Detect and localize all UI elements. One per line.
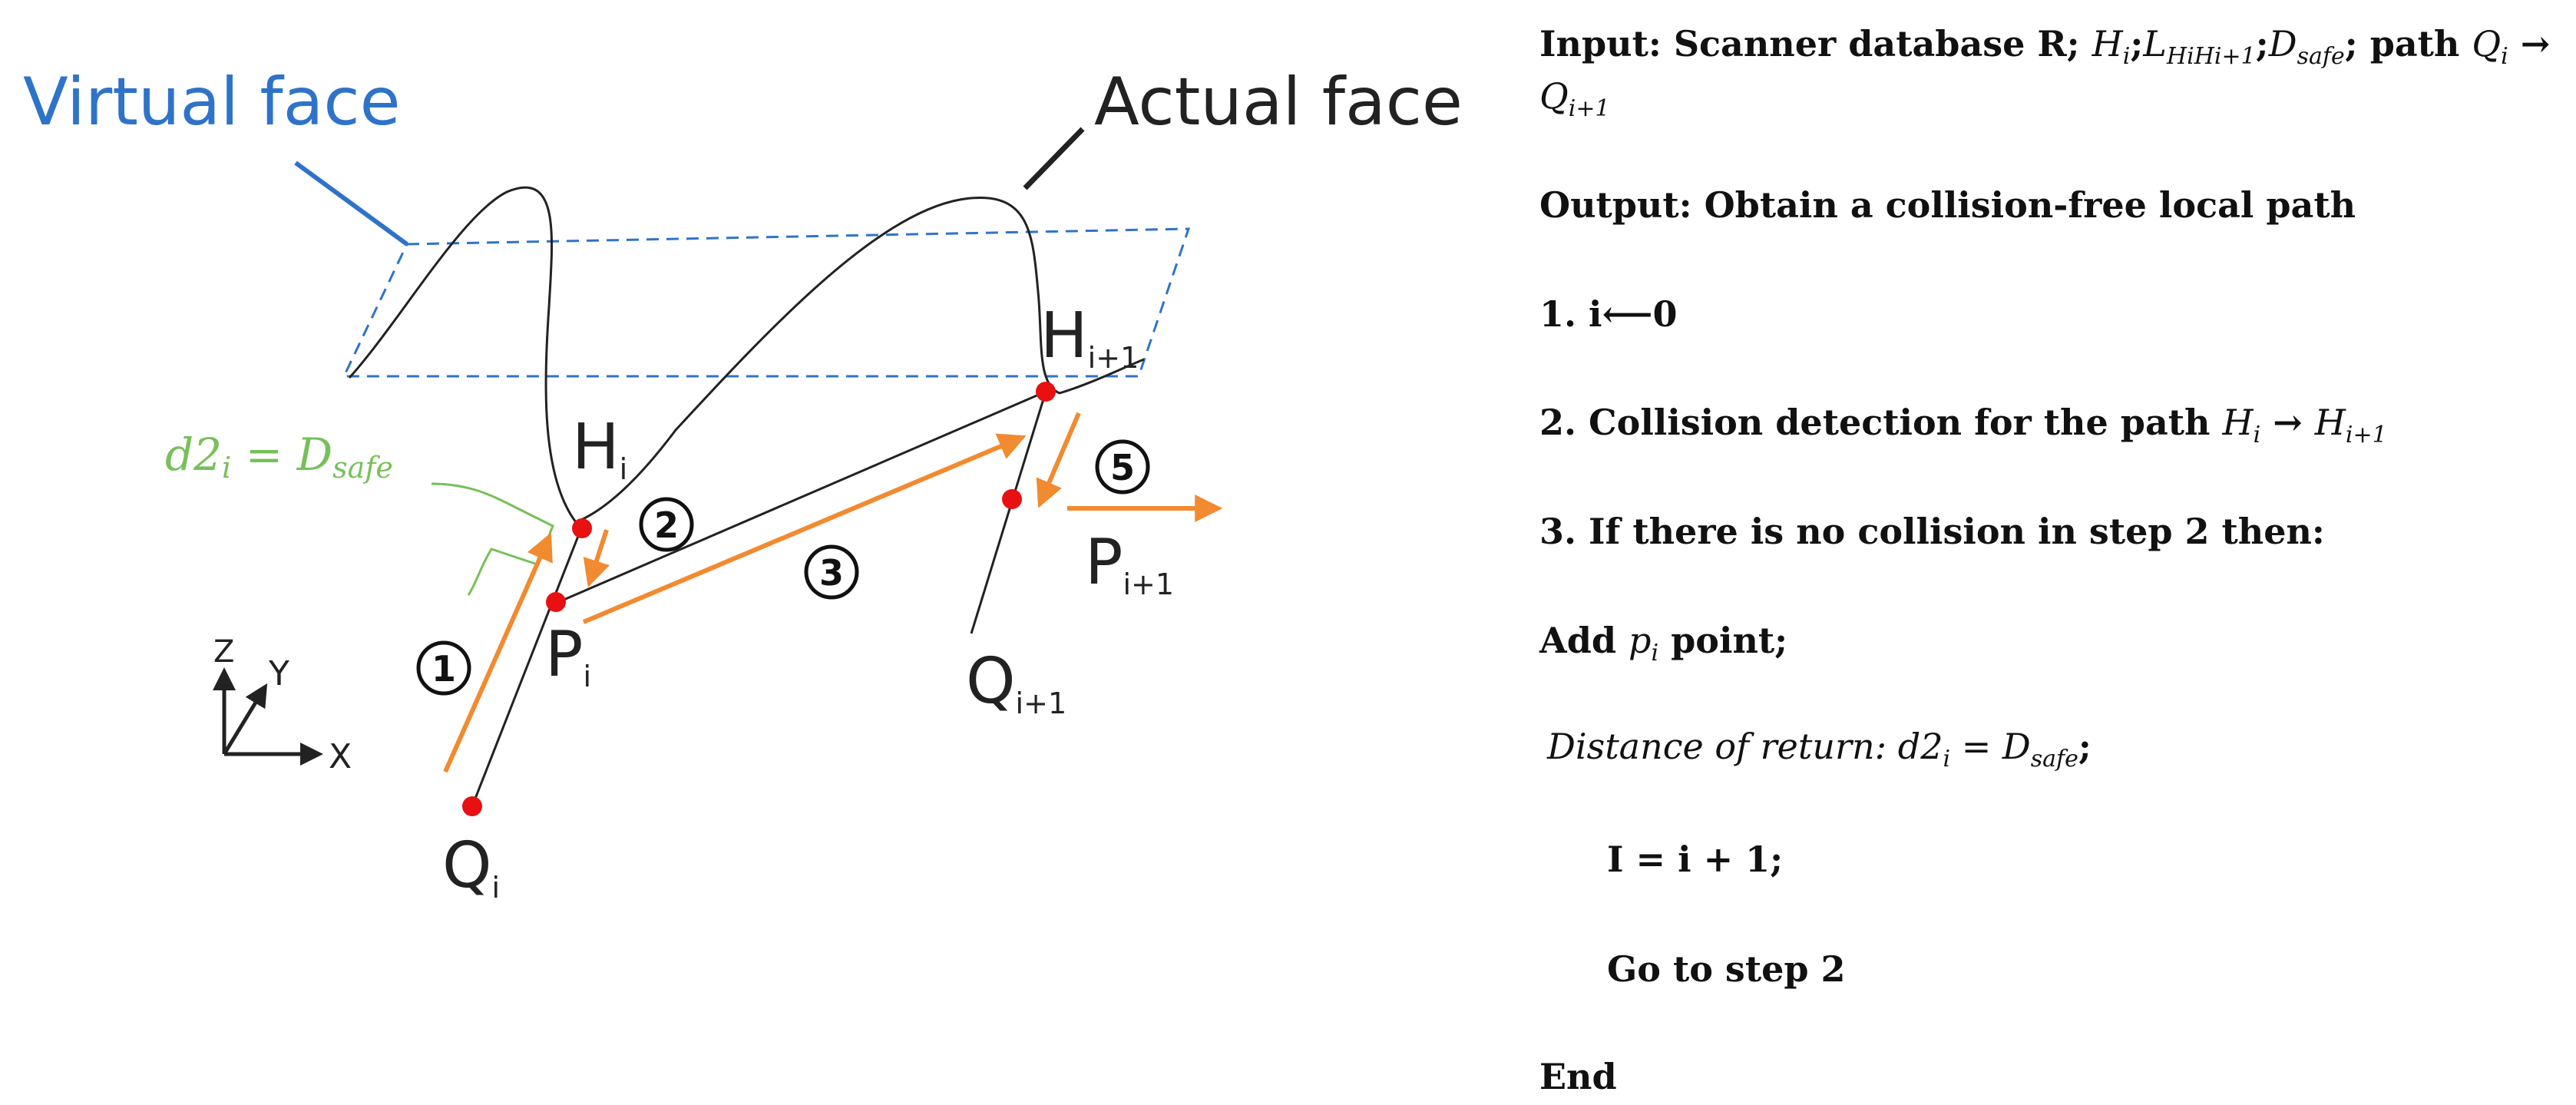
point-p-i (546, 592, 566, 612)
actual-face-pointer (1023, 127, 1085, 190)
algo-add-point: Add pi point; (1539, 620, 1788, 667)
svg-text:3: 3 (819, 552, 844, 594)
label-p-i: Pi (545, 618, 591, 693)
label-p-i1: Pi+1 (1085, 526, 1174, 601)
d2-bracket (431, 482, 554, 596)
coordinate-axes (213, 667, 323, 766)
virtual-face-pointer (294, 160, 408, 246)
axis-y-label: Y (268, 654, 289, 693)
svg-text:2: 2 (654, 505, 679, 546)
path-diagram: 1 2 3 5 Z Y X Virtual face Actual face d… (23, 64, 1463, 905)
arrow-step-3 (582, 433, 1027, 624)
point-h-i1 (1036, 382, 1056, 402)
algo-step-2: 2. Collision detection for the path Hi →… (1539, 402, 2387, 449)
algo-input-line: Input: Scanner database R; Hi;LHiHi+1;Ds… (1539, 23, 2551, 71)
path-hi1-qi1 (970, 391, 1047, 634)
axis-x-label: X (329, 737, 352, 776)
arrow-step-5 (1036, 412, 1081, 508)
step-marker-1: 1 (416, 640, 471, 696)
path-pi-hi1 (556, 390, 1047, 604)
svg-text:5: 5 (1110, 447, 1135, 488)
point-q-i1 (1002, 489, 1022, 509)
axis-z-label: Z (213, 634, 234, 670)
actual-face-curve (348, 186, 1145, 524)
step-marker-2: 2 (639, 497, 694, 552)
step-marker-3: 3 (804, 544, 859, 600)
algo-input-line-2: Qi+1 (1539, 75, 1610, 123)
algo-increment: I = i + 1; (1607, 839, 1784, 880)
arrow-step-1 (443, 532, 553, 773)
d2-label: d2i = Dsafe (165, 428, 393, 485)
label-q-i: Qi (442, 829, 500, 905)
path-qi-hi (471, 528, 583, 807)
label-h-i: Hi (572, 411, 627, 486)
point-h-i (572, 518, 592, 538)
arrow-step-2 (583, 529, 610, 587)
label-q-i1: Qi+1 (966, 645, 1066, 720)
algo-goto: Go to step 2 (1607, 948, 1846, 990)
label-h-i1: Hi+1 (1040, 299, 1139, 375)
svg-text:1: 1 (432, 648, 456, 690)
algo-step-1: 1. i⟵0 (1539, 293, 1678, 335)
algo-step-3: 3. If there is no collision in step 2 th… (1539, 511, 2325, 552)
algo-end: End (1539, 1056, 1617, 1097)
step-marker-5: 5 (1095, 439, 1150, 495)
algo-output-line: Output: Obtain a collision-free local pa… (1539, 184, 2356, 226)
point-q-i (462, 796, 482, 816)
algo-distance: Distance of return: d2i = Dsafe; (1547, 726, 2092, 773)
actual-face-label: Actual face (1094, 64, 1463, 141)
virtual-face-label: Virtual face (23, 64, 401, 141)
virtual-face-plane (342, 227, 1191, 378)
